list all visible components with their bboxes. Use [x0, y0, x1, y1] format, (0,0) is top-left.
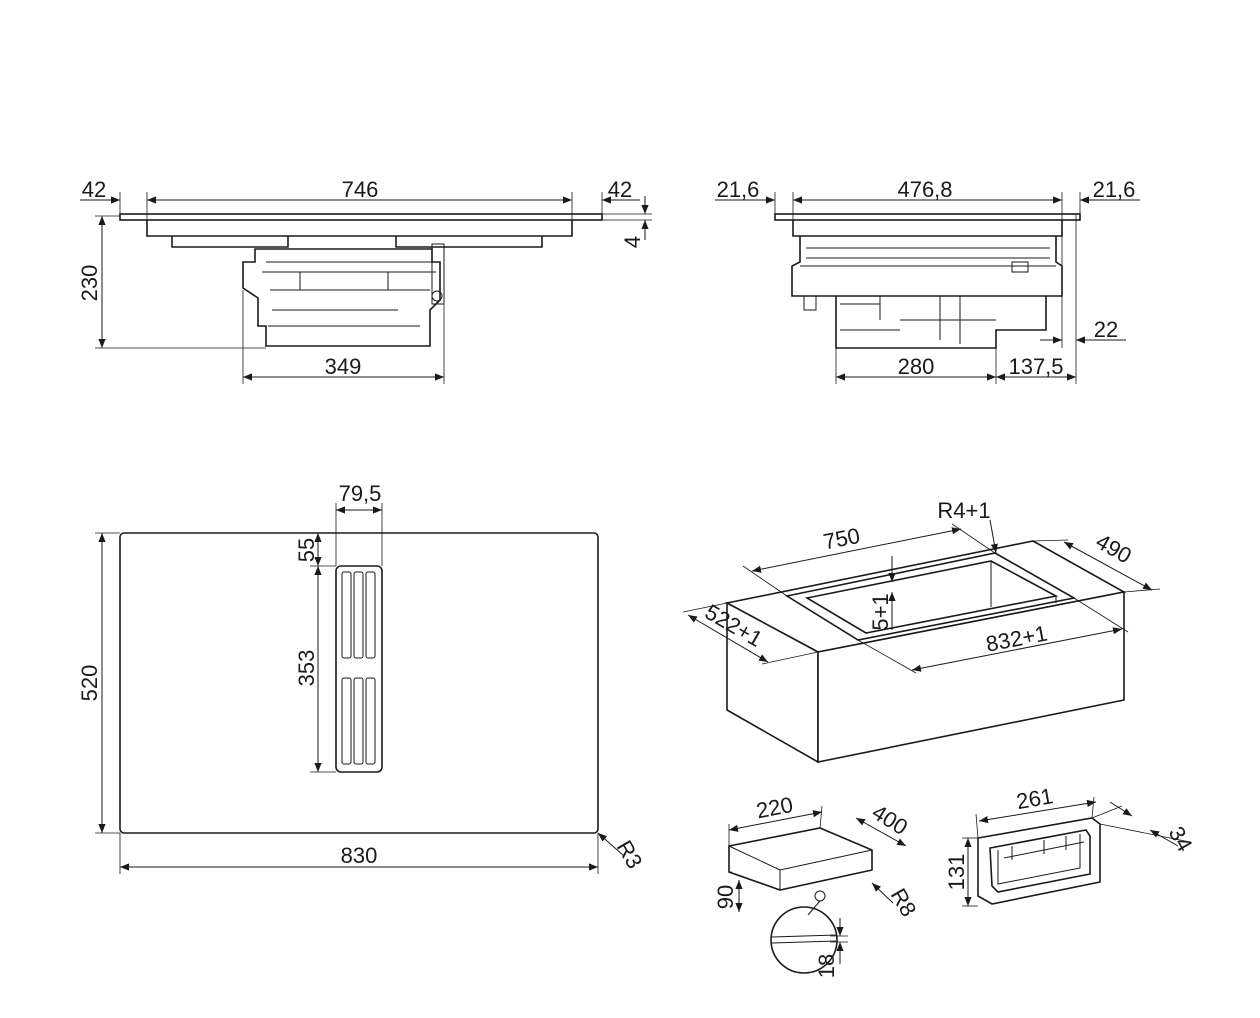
dim-side-glass-depth: 476,8	[897, 177, 952, 202]
duct-flange-view: 261 34 131	[944, 783, 1198, 907]
cutout-iso-view: 750 R4+1 490 5+1 522+1 832+1	[682, 498, 1161, 764]
front-motor-block	[242, 248, 441, 347]
front-elevation-view: 42 746 42 4 230 349	[77, 177, 652, 384]
side-connector	[1011, 261, 1029, 273]
dim-cutout-corner-radius: R4+1	[937, 498, 990, 523]
dim-top-hob-depth: 520	[77, 665, 102, 702]
dim-flange-height: 131	[944, 854, 969, 891]
front-hob-feet	[171, 236, 543, 248]
cutout-opening-walls	[990, 561, 1057, 607]
duct-box-outline	[728, 827, 873, 891]
side-hob-body	[791, 236, 1063, 297]
dim-front-total-depth: 230	[77, 265, 102, 302]
duct-box-edges	[728, 845, 873, 890]
dim-duct-radius: R8	[886, 884, 922, 921]
dim-side-motor-depth: 280	[898, 354, 935, 379]
side-foot	[803, 295, 817, 311]
dim-front-glass-thickness: 4	[620, 236, 645, 248]
flange-inner	[989, 829, 1091, 893]
flange-ribs	[997, 834, 1085, 885]
side-glass-top	[774, 213, 1081, 221]
front-hob-frame	[146, 220, 573, 237]
side-motor-block	[835, 296, 1047, 349]
dim-side-rear-gap: 22	[1094, 317, 1118, 342]
dim-flange-depth: 34	[1164, 822, 1198, 856]
dim-front-right-overhang: 42	[608, 177, 632, 202]
duct-box-view: 220 400 90 R8 18	[713, 792, 921, 978]
dim-cutout-opening-depth: 490	[1092, 528, 1136, 568]
duct-detail-circle	[770, 906, 838, 974]
duct-detail-marker	[814, 890, 826, 902]
dim-top-vent-offset: 55	[294, 538, 319, 562]
dim-top-hob-width: 830	[341, 843, 378, 868]
dim-front-glass-width: 746	[342, 177, 379, 202]
dim-top-vent-length: 353	[294, 650, 319, 687]
dim-side-rear-offset: 137,5	[1008, 354, 1063, 379]
dim-top-vent-width: 79,5	[339, 481, 382, 506]
dim-front-motor-width: 349	[325, 354, 362, 379]
dim-side-left-overhang: 21,6	[717, 177, 760, 202]
dim-side-right-overhang: 21,6	[1093, 177, 1136, 202]
dim-front-left-overhang: 42	[82, 177, 106, 202]
front-connector-cap	[431, 290, 443, 302]
front-connector	[431, 243, 445, 305]
dim-top-corner-radius: R3	[612, 836, 648, 873]
top-vent-outline	[335, 565, 383, 773]
front-motor-detail	[262, 261, 436, 327]
side-hob-frame	[792, 220, 1063, 237]
side-hob-detail	[800, 247, 1056, 267]
duct-detail-wall	[771, 934, 837, 944]
front-glass-top	[119, 213, 603, 221]
side-elevation-view: 21,6 476,8 21,6 22 280 137,5	[715, 177, 1140, 384]
top-hob-outline	[119, 532, 599, 834]
dim-duct-length: 400	[868, 799, 912, 840]
top-vent-grille	[341, 571, 376, 765]
side-motor-detail	[840, 296, 996, 344]
dim-duct-height: 90	[713, 885, 738, 909]
dim-duct-wall: 18	[814, 954, 839, 978]
dim-cutout-rebate-depth: 5+1	[868, 593, 893, 630]
top-view: 79,5 55 353 520 830 R3	[77, 481, 647, 874]
